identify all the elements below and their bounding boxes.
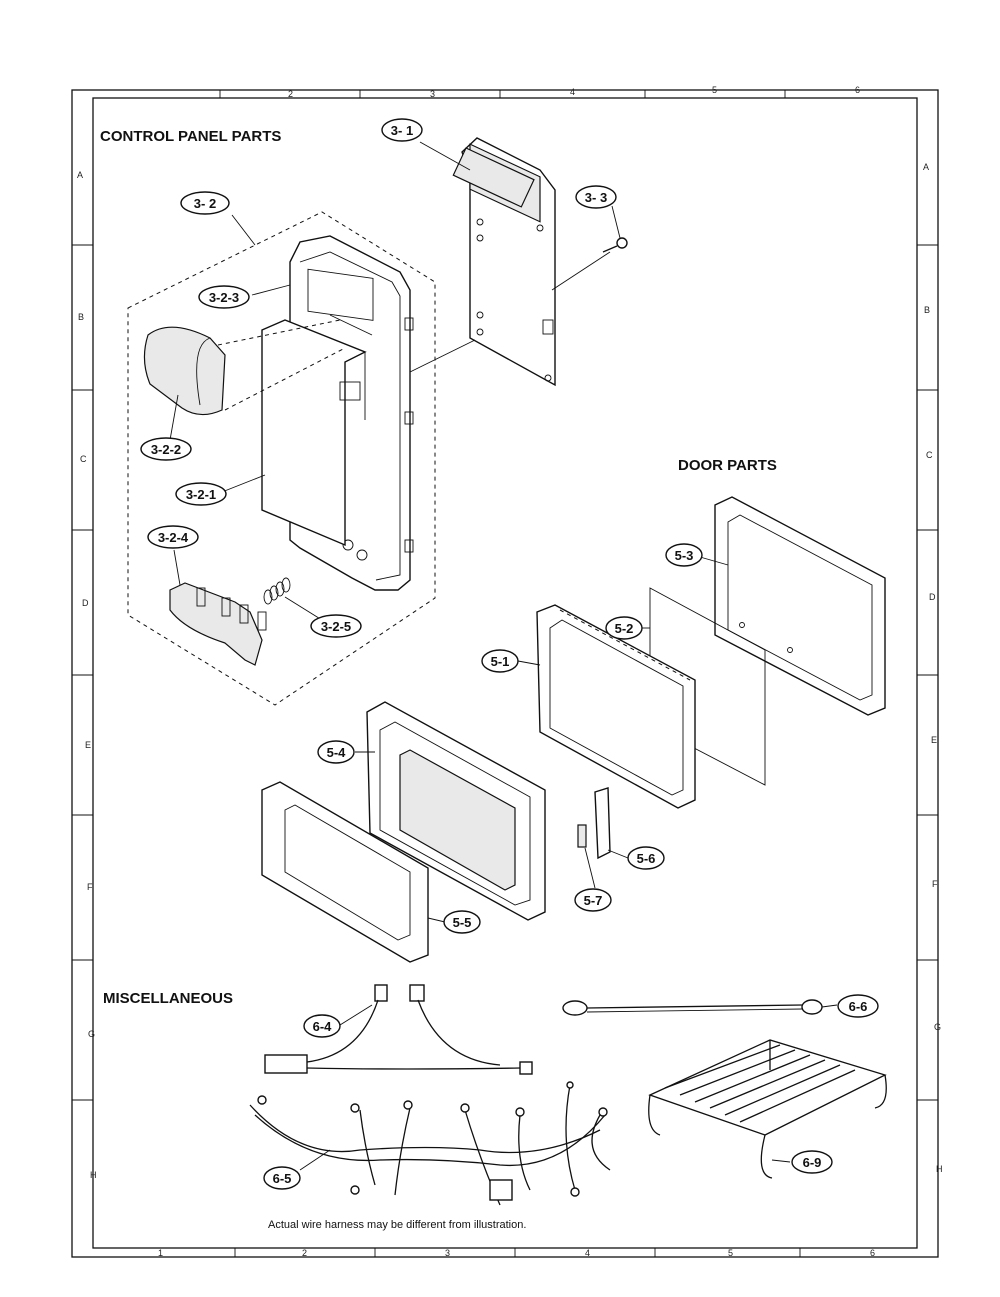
grid-bottom-4: 4 <box>585 1248 590 1258</box>
svg-text:C: C <box>80 454 87 464</box>
callout-5-6[interactable]: 5-6 <box>627 846 665 870</box>
section-title-misc: MISCELLANEOUS <box>103 990 233 1007</box>
callout-label: 5-6 <box>637 851 656 866</box>
grid-top-4: 4 <box>570 87 575 97</box>
grid-bottom-2: 2 <box>302 1248 307 1258</box>
wire-harness-main <box>249 1081 611 1206</box>
inner-border <box>92 97 918 1249</box>
callout-label: 6-9 <box>803 1155 822 1170</box>
cooking-rack-part <box>648 1039 887 1179</box>
callout-3-2-4[interactable]: 3-2-4 <box>147 525 199 549</box>
callout-3-2-5[interactable]: 3-2-5 <box>310 614 362 638</box>
key-cover-part <box>143 326 226 416</box>
grid-bottom-5: 5 <box>728 1248 733 1258</box>
section-title-door: DOOR PARTS <box>678 457 777 474</box>
callout-label: 3- 1 <box>391 123 413 138</box>
callout-6-9[interactable]: 6-9 <box>791 1150 833 1174</box>
callout-6-6[interactable]: 6-6 <box>837 994 879 1018</box>
svg-text:A: A <box>77 170 83 180</box>
callout-5-1[interactable]: 5-1 <box>481 649 519 673</box>
door-latch-part <box>577 787 611 860</box>
wire-harness-small <box>264 984 533 1075</box>
svg-text:C: C <box>926 450 933 460</box>
callout-6-4[interactable]: 6-4 <box>303 1014 341 1038</box>
outer-border <box>71 89 939 1258</box>
svg-text:G: G <box>88 1029 95 1039</box>
callout-5-7[interactable]: 5-7 <box>574 888 612 912</box>
callout-label: 5-2 <box>615 621 634 636</box>
screw-part <box>602 237 628 253</box>
spring-part <box>263 577 291 605</box>
callout-label: 3-2-3 <box>209 290 239 305</box>
harness-note: Actual wire harness may be different fro… <box>268 1219 526 1231</box>
leader-lines-door <box>355 556 729 923</box>
grid-bottom-6: 6 <box>870 1248 875 1258</box>
callout-label: 5-5 <box>453 915 472 930</box>
svg-text:D: D <box>929 592 936 602</box>
callout-5-4[interactable]: 5-4 <box>317 740 355 764</box>
grid-top-3: 3 <box>430 89 435 99</box>
callout-label: 3- 3 <box>585 190 607 205</box>
svg-text:E: E <box>85 740 91 750</box>
grid-ticks <box>72 90 938 1257</box>
control-panel-assembly-boundary <box>127 211 436 706</box>
callout-label: 6-6 <box>849 999 868 1014</box>
callout-label: 5-4 <box>327 745 347 760</box>
svg-text:F: F <box>87 882 93 892</box>
grid-bottom-3: 3 <box>445 1248 450 1258</box>
grid-top-2: 2 <box>288 89 293 99</box>
callout-3-2[interactable]: 3- 2 <box>180 191 230 215</box>
svg-text:B: B <box>924 305 930 315</box>
grid-left-labels: A B C D E F G H <box>77 170 97 1180</box>
callout-label: 3-2-2 <box>151 442 181 457</box>
callout-label: 6-4 <box>313 1019 333 1034</box>
callout-label: 5-3 <box>675 548 694 563</box>
door-window-glass <box>261 781 429 963</box>
callout-6-5[interactable]: 6-5 <box>263 1166 301 1190</box>
control-circuit-board <box>452 137 556 387</box>
callout-3-2-3[interactable]: 3-2-3 <box>198 285 250 309</box>
door-button-part <box>169 582 267 666</box>
svg-text:E: E <box>931 735 937 745</box>
section-title-control-panel: CONTROL PANEL PARTS <box>100 128 281 145</box>
callout-3-3[interactable]: 3- 3 <box>575 185 617 209</box>
callout-5-3[interactable]: 5-3 <box>665 543 703 567</box>
leader-lines-misc <box>299 1004 838 1171</box>
grid-bottom-1: 1 <box>158 1248 163 1258</box>
svg-text:B: B <box>78 312 84 322</box>
callout-5-5[interactable]: 5-5 <box>443 910 481 934</box>
callout-label: 5-7 <box>584 893 603 908</box>
leader-lines-control <box>169 141 621 626</box>
callout-3-1[interactable]: 3- 1 <box>381 118 423 142</box>
callout-label: 3-2-4 <box>158 530 189 545</box>
svg-text:H: H <box>90 1170 97 1180</box>
svg-text:D: D <box>82 598 89 608</box>
callout-label: 3-2-1 <box>186 487 216 502</box>
svg-text:G: G <box>934 1022 941 1032</box>
door-choke-frame <box>714 496 886 716</box>
control-panel-sheet <box>261 319 367 547</box>
grid-top-6: 6 <box>855 85 860 95</box>
svg-text:H: H <box>936 1164 943 1174</box>
door-panel-frame <box>536 604 696 809</box>
grid-right-labels: A B C D E F G H <box>923 162 943 1174</box>
ground-wire-part <box>562 999 823 1016</box>
callout-label: 3-2-5 <box>321 619 351 634</box>
svg-text:A: A <box>923 162 929 172</box>
door-outer-frame <box>366 701 546 921</box>
callout-3-2-1[interactable]: 3-2-1 <box>175 482 227 506</box>
svg-text:F: F <box>932 879 938 889</box>
callout-label: 6-5 <box>273 1171 292 1186</box>
callout-5-2[interactable]: 5-2 <box>605 616 643 640</box>
callout-3-2-2[interactable]: 3-2-2 <box>140 437 192 461</box>
callout-label: 3- 2 <box>194 196 216 211</box>
grid-top-5: 5 <box>712 85 717 95</box>
callout-label: 5-1 <box>491 654 510 669</box>
